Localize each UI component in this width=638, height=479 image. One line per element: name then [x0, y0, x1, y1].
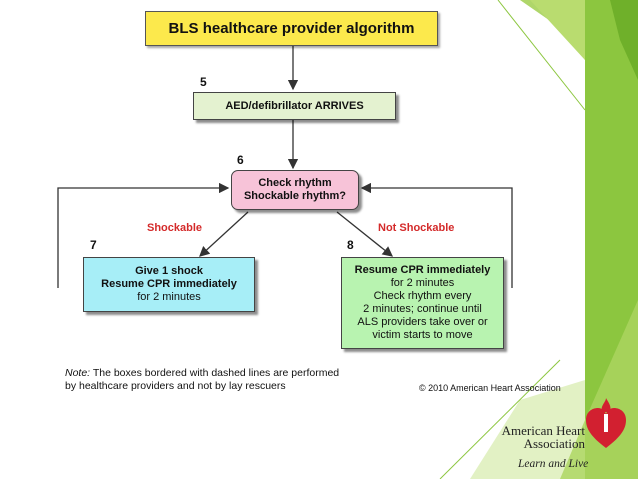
step-8-line1: Resume CPR immediately: [354, 264, 491, 276]
step-7-box: Give 1 shock Resume CPR immediately for …: [83, 257, 255, 312]
step-8-line2: for 2 minutes: [390, 277, 455, 289]
branch-shockable: Shockable: [147, 222, 203, 234]
copyright: © 2010 American Heart Association: [419, 383, 561, 393]
step-8-number: 8: [347, 238, 354, 252]
step-6-number: 6: [237, 153, 244, 167]
heart-torch-icon: [586, 398, 626, 448]
loop-7-to-6: [57, 182, 230, 288]
step-7-line2: Resume CPR immediately: [101, 278, 237, 290]
note-line2: by healthcare providers and not by lay r…: [65, 380, 286, 392]
aha-tagline: Learn and Live: [518, 458, 589, 470]
step-7-line3: for 2 minutes: [137, 291, 201, 303]
note-text: Note: The boxes bordered with dashed lin…: [65, 367, 385, 393]
step-6-line1: Check rhythm: [258, 177, 332, 189]
step-7-line1: Give 1 shock: [135, 265, 203, 277]
step-7-number: 7: [90, 238, 97, 252]
step-5-box: AED/defibrillator ARRIVES: [193, 92, 396, 120]
step-6-box: Check rhythm Shockable rhythm?: [231, 170, 359, 210]
note-label: Note:: [65, 367, 91, 379]
step-8-line5: ALS providers take over or: [357, 316, 488, 328]
green-stripe-right: [610, 0, 638, 80]
loop-8-to-6: [360, 182, 513, 288]
aha-line1: American Heart: [501, 423, 585, 438]
diagram-title: BLS healthcare provider algorithm: [145, 11, 438, 46]
thin-line-2: [439, 359, 561, 479]
arrow-6-to-8: [336, 211, 394, 257]
step-8-box: Resume CPR immediately for 2 minutes Che…: [341, 257, 504, 349]
step-5-number: 5: [200, 75, 207, 89]
step-6-line2: Shockable rhythm?: [243, 190, 347, 202]
aha-line2: Association: [523, 436, 585, 451]
step-8-line3: Check rhythm every: [373, 290, 472, 302]
note-line1: The boxes bordered with dashed lines are…: [90, 367, 340, 379]
step-5-text: AED/defibrillator ARRIVES: [225, 99, 364, 112]
green-stripe-top2: [530, 0, 585, 60]
thin-line-1: [497, 0, 586, 111]
branch-not-shockable: Not Shockable: [378, 222, 455, 234]
step-8-line6: victim starts to move: [372, 329, 473, 341]
step-8-line4: 2 minutes; continue until: [363, 303, 482, 315]
arrow-6-to-7: [199, 211, 249, 257]
aha-logo-text: American Heart Association: [470, 424, 585, 450]
green-stripe-bottom2: [470, 380, 585, 479]
